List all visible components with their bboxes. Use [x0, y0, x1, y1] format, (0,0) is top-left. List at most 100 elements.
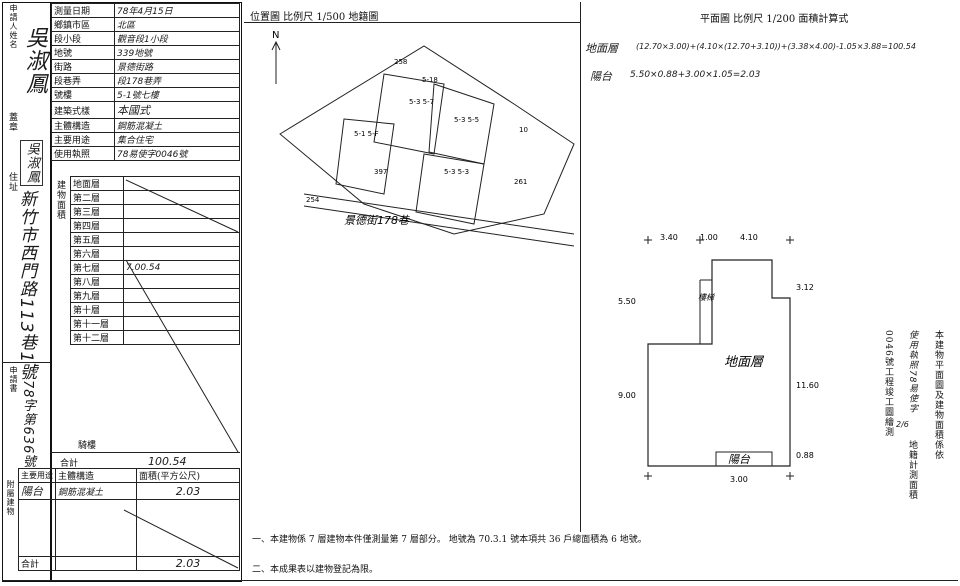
floor-label: 第六層 — [70, 246, 124, 261]
floor-value — [123, 176, 240, 191]
floor-value — [123, 190, 240, 205]
survey-date-label: 測量日期 — [51, 3, 115, 18]
right-note: 0046號工程竣工圖繪測 — [883, 330, 893, 437]
aux-empty-cell — [55, 556, 137, 571]
aux-empty-cell — [136, 499, 240, 557]
floor-label: 第八層 — [70, 274, 124, 289]
aux-empty-cell — [18, 499, 56, 557]
address-label: 住址 — [7, 172, 17, 192]
floor-label: 第二層 — [70, 190, 124, 205]
page-bottom-border — [2, 580, 958, 581]
calc-balcony: 5.50×0.88+3.00×1.05=2.03 — [630, 70, 761, 80]
right-note: 地籍計測面積 — [907, 440, 917, 500]
seal-name: 吳淑鳳 — [20, 140, 43, 186]
aux-header-struct: 主體構造 — [55, 468, 137, 483]
parcel-label: 261 — [514, 178, 527, 186]
strip-divider — [2, 362, 50, 363]
dim-label: 5.50 — [618, 297, 636, 306]
right-note: 本建物平面圖及建物面積係依 — [933, 330, 943, 460]
aux-area: 2.03 — [136, 482, 240, 500]
floor-value — [123, 218, 240, 233]
north-label: N — [272, 30, 279, 41]
building-type-label: 建築式樣 — [51, 101, 115, 119]
dim-label: 4.10 — [740, 233, 758, 242]
floor-outline — [647, 259, 791, 467]
aux-side-label: 附屬建物 — [6, 480, 15, 516]
permit-label: 使用執照 — [51, 146, 115, 161]
street-label: 街路 — [51, 59, 115, 74]
dim-label: 3.12 — [796, 283, 814, 292]
lane-value: 段178巷弄 — [114, 73, 240, 88]
city-value: 北區 — [114, 17, 240, 32]
lot-label: 地號 — [51, 45, 115, 60]
address-value: 新竹市西門路113巷1號 — [16, 190, 36, 382]
bottom-note-1: 一、本建物係 7 層建物本件僅測量第 7 層部分。 地號為 70.3.1 號本項… — [252, 535, 647, 545]
parcel-label: 5-3 5-5 — [454, 116, 479, 124]
floor-label: 第九層 — [70, 288, 124, 303]
calc-main-label: 地面層 — [585, 42, 618, 55]
street-label: 景德街178巷 — [344, 214, 410, 227]
dim-label: 0.88 — [796, 451, 814, 460]
form-border — [50, 2, 242, 582]
dim-cross — [644, 236, 652, 244]
parcel-label: 5-18 — [422, 76, 438, 84]
use-label: 主要用途 — [51, 132, 115, 147]
aux-empty-cell — [55, 499, 137, 557]
main-room-label: 地面層 — [724, 355, 765, 370]
permit-value: 78易使字0046號 — [114, 146, 240, 161]
floor-value — [123, 288, 240, 303]
map-right-border — [580, 2, 581, 532]
survey-date-value: 78年4月15日 — [114, 3, 240, 18]
section-value: 觀音段1小段 — [114, 31, 240, 46]
right-note: 使用執照78易使字 — [907, 330, 917, 414]
floor-value — [123, 302, 240, 317]
north-arrow — [271, 40, 281, 84]
floor-value — [123, 246, 240, 261]
floor-value: 7.00.54 — [123, 260, 240, 275]
calc-main: (12.70×3.00)+(4.10×(12.70+3.10))+(3.38×4… — [636, 42, 916, 51]
parcel-label: 10 — [519, 126, 528, 134]
lot-value: 339地號 — [114, 45, 240, 60]
aux-header-use: 主要用途 — [18, 468, 56, 483]
balcony-label: 陽台 — [728, 453, 751, 466]
total-divider — [50, 452, 240, 453]
section-label: 段小段 — [51, 31, 115, 46]
dim-cross — [786, 472, 794, 480]
structure-value: 鋼筋混凝土 — [114, 118, 240, 133]
aux-total-value: 2.03 — [136, 556, 240, 571]
parcel-label: 5-3 5-7 — [409, 98, 434, 106]
building-type-value: 本國式 — [114, 101, 240, 119]
road-line — [303, 205, 575, 247]
lot-boundary — [279, 45, 575, 235]
aux-struct: 鋼筋混凝土 — [55, 482, 137, 500]
floor-label: 第三層 — [70, 204, 124, 219]
building-block — [415, 153, 485, 225]
applicant-header: 申請人姓名 — [9, 4, 18, 49]
parcel-label: 258 — [394, 58, 407, 66]
left-strip-border — [2, 2, 52, 582]
building-block — [335, 118, 395, 195]
structure-label: 主體構造 — [51, 118, 115, 133]
area-header: 建物面積 — [55, 180, 65, 220]
aux-header-area: 面積(平方公尺) — [136, 468, 240, 483]
dim-label: 9.00 — [618, 391, 636, 400]
calc-balcony-label: 陽台 — [590, 70, 612, 83]
floor-label: 地面層 — [70, 176, 124, 191]
parcel-label: 5-3 5-3 — [444, 168, 469, 176]
dim-crosses — [644, 236, 794, 480]
street-value: 景德街路 — [114, 59, 240, 74]
dim-label: 3.00 — [730, 475, 748, 484]
aux-total-label: 合計 — [18, 556, 56, 571]
stair-label: 樓梯 — [698, 293, 715, 302]
parcel-label: 254 — [306, 196, 320, 204]
floor-label: 第十一層 — [70, 316, 124, 331]
floor-value — [123, 232, 240, 247]
aux-use: 陽台 — [18, 482, 56, 500]
floor-label: 第五層 — [70, 232, 124, 247]
bottom-note-2: 二、本成果表以建物登記為限。 — [252, 565, 379, 575]
location-map: N 景德街178巷 258 5-1 5-F 5-3 5-7 5-3 5-5 5-… — [271, 30, 575, 247]
floor-value — [123, 274, 240, 289]
